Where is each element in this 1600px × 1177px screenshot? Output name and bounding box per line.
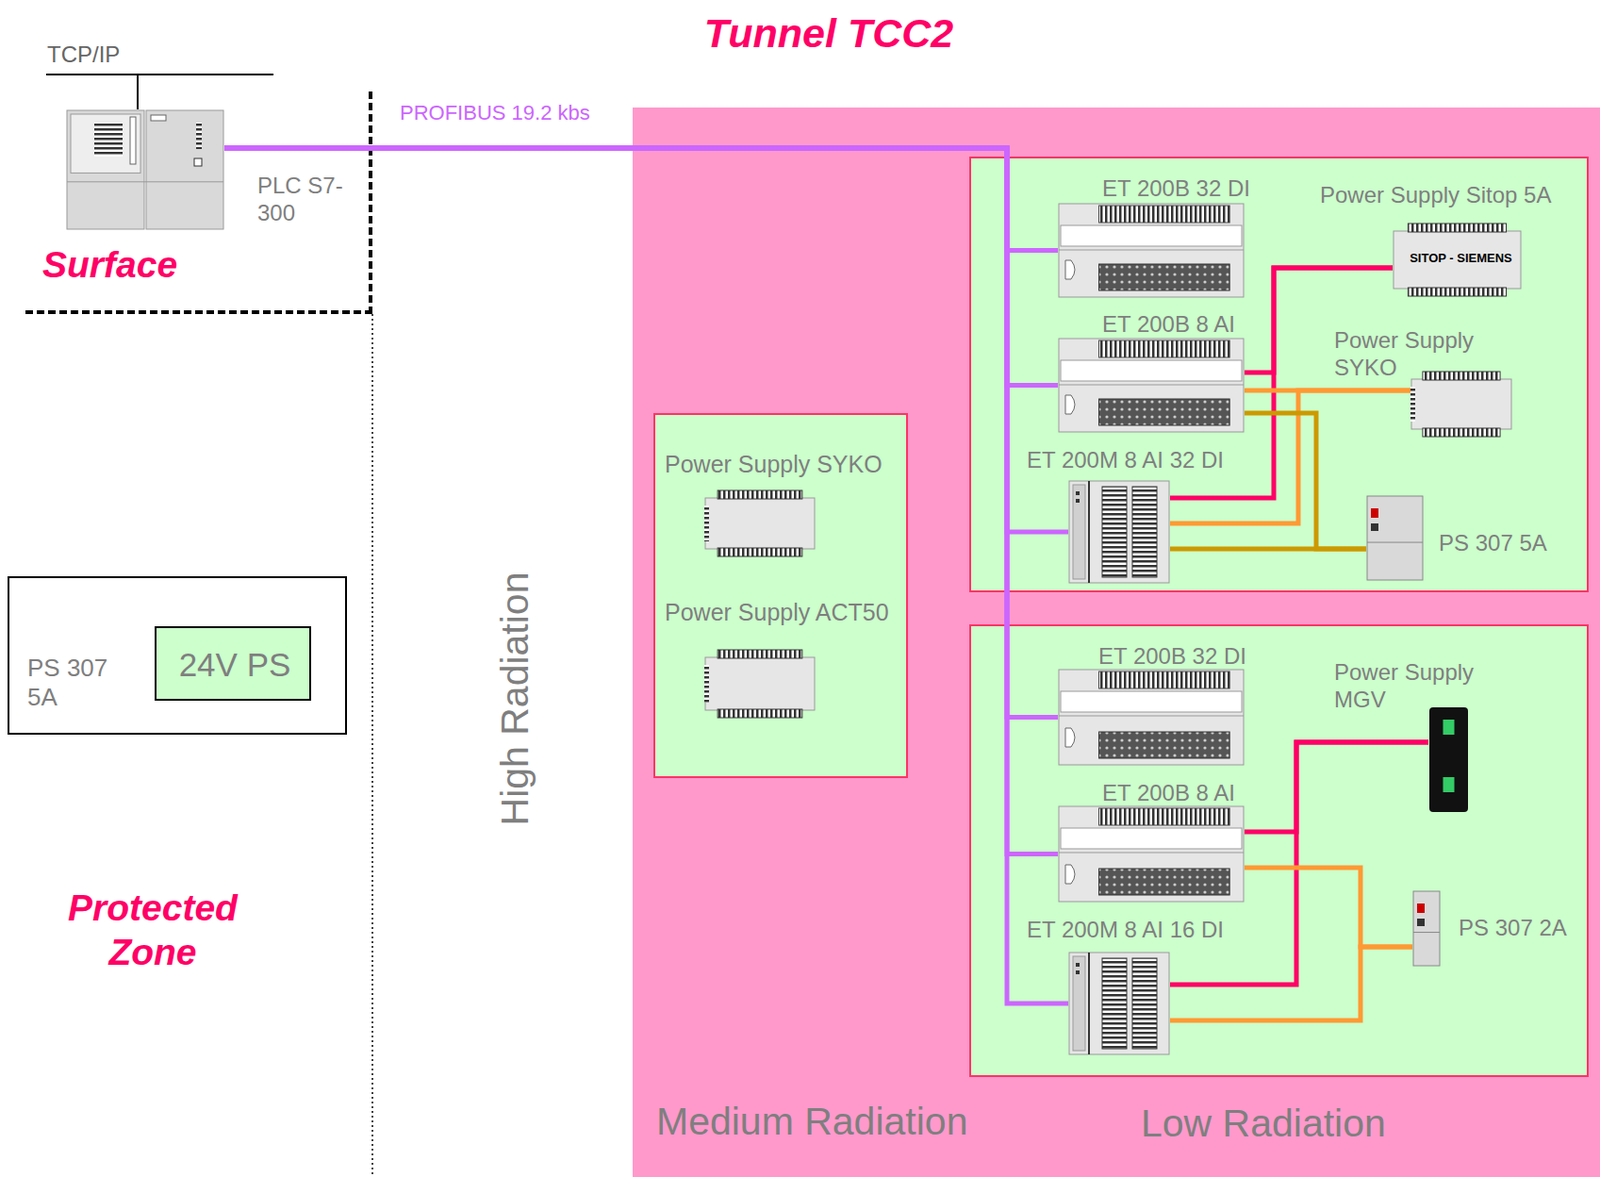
mgv-device: Power Supply MGV bbox=[1428, 706, 1469, 813]
zone-box: Surface PLC S7-300 bbox=[25, 91, 373, 314]
device-label: Power Supply ACT50 bbox=[664, 597, 890, 627]
tcpip-line bbox=[46, 73, 274, 76]
wire-path bbox=[224, 148, 1069, 1004]
syko-device: Power Supply SYKO bbox=[1410, 369, 1513, 439]
et200b-device: ET 200B 8 AI bbox=[1057, 337, 1245, 433]
free-label: PROFIBUS 19.2 kbs bbox=[399, 100, 591, 126]
wire-path bbox=[1244, 742, 1429, 832]
power-wire bbox=[1244, 267, 1393, 373]
profibus-line bbox=[224, 148, 1058, 855]
et200m-device: ET 200M 8 AI 32 DI bbox=[1068, 479, 1171, 584]
zone-box: PS 307 5A 24V PS bbox=[7, 576, 347, 735]
wire-path bbox=[224, 148, 1058, 251]
et200b-icon bbox=[1057, 337, 1245, 433]
wire-path bbox=[224, 148, 1058, 386]
free-label: Protected Zone bbox=[30, 886, 276, 975]
power-wire bbox=[1170, 390, 1411, 524]
power-wire bbox=[1170, 946, 1413, 1021]
wire-path bbox=[1244, 267, 1393, 373]
device-label: Power Supply MGV bbox=[1334, 659, 1495, 714]
device-label: PLC S7-300 bbox=[257, 172, 352, 228]
node-text: SITOP - SIEMENS bbox=[1392, 250, 1530, 266]
zone-box: ET 200B 32 DIPower Supply Sitop 5ASITOP … bbox=[969, 156, 1589, 593]
free-label: High Radiation bbox=[492, 572, 539, 826]
device-label: Power Supply Sitop 5A bbox=[1319, 181, 1551, 210]
node-text: 24V PS bbox=[156, 644, 314, 685]
plc-icon bbox=[65, 109, 225, 231]
wire-path bbox=[224, 148, 1069, 532]
wire-path bbox=[224, 148, 1058, 718]
et200m-device: ET 200M 8 AI 16 DI bbox=[1068, 951, 1171, 1056]
syko-icon bbox=[704, 647, 816, 720]
device-label: PS 307 5A bbox=[1438, 529, 1548, 558]
mgv-icon bbox=[1428, 706, 1469, 813]
device-label: Power Supply SYKO bbox=[1334, 327, 1495, 382]
profibus-line bbox=[224, 148, 1058, 251]
device-label: ET 200M 8 AI 32 DI bbox=[1026, 446, 1224, 475]
et200b-icon bbox=[1057, 668, 1245, 766]
ps307-icon bbox=[1366, 494, 1424, 581]
zone-boundary bbox=[371, 313, 374, 1177]
et200m-icon bbox=[1068, 479, 1171, 584]
diagram-title: Tunnel TCC2 bbox=[704, 9, 954, 59]
device-label: Surface bbox=[42, 243, 178, 288]
power-wire bbox=[1170, 548, 1367, 550]
et200b-icon bbox=[1057, 805, 1245, 903]
syko-device: Power Supply ACT50 bbox=[704, 647, 816, 720]
ps307-device: PS 307 5A bbox=[1366, 494, 1424, 581]
tcpip-stub bbox=[136, 74, 139, 110]
power-wire bbox=[1244, 412, 1367, 549]
power-wire bbox=[1244, 742, 1429, 832]
profibus-line bbox=[224, 148, 1058, 386]
wire-path bbox=[1170, 267, 1393, 498]
syko-icon bbox=[1410, 369, 1513, 439]
device-label: Low Radiation bbox=[1140, 1100, 1386, 1147]
et200m-icon bbox=[1068, 951, 1171, 1056]
device-label: ET 200M 8 AI 16 DI bbox=[1026, 916, 1224, 944]
profibus-line bbox=[224, 148, 1069, 532]
sitop-device: Power Supply Sitop 5ASITOP - SIEMENS bbox=[1392, 221, 1530, 298]
device-label: ET 200B 32 DI bbox=[1098, 643, 1247, 671]
et200b-device: ET 200B 8 AI bbox=[1057, 805, 1245, 903]
syko-icon bbox=[704, 488, 816, 559]
wire-path bbox=[1170, 390, 1411, 524]
power-wire bbox=[1244, 867, 1413, 947]
device-label: ET 200B 8 AI bbox=[1102, 311, 1236, 339]
free-label: TCP/IP bbox=[47, 41, 120, 69]
plc-device: PLC S7-300 bbox=[65, 109, 225, 231]
wire-path bbox=[1244, 867, 1413, 947]
et200b-device: ET 200B 32 DI bbox=[1057, 202, 1245, 298]
wire-path bbox=[1170, 946, 1413, 1021]
ps307-device: PS 307 2A bbox=[1412, 890, 1441, 967]
power-wire bbox=[1170, 267, 1393, 498]
et200b-device: ET 200B 32 DI bbox=[1057, 668, 1245, 766]
ps307-icon bbox=[1412, 890, 1441, 967]
syko-device: Power Supply SYKO bbox=[704, 488, 816, 559]
device-label: PS 307 2A bbox=[1458, 914, 1568, 942]
device-label: ET 200B 8 AI bbox=[1102, 779, 1236, 808]
device-label: Medium Radiation bbox=[656, 1098, 968, 1145]
device-label: PS 307 5A bbox=[27, 653, 132, 712]
wire-path bbox=[224, 148, 1058, 855]
profibus-line bbox=[224, 148, 1069, 1004]
zone-box: 24V PS bbox=[154, 626, 312, 701]
profibus-line bbox=[224, 148, 1058, 718]
device-label: Power Supply SYKO bbox=[664, 449, 883, 479]
zone-box: Medium Radiation Low Radiation Power Suppl… bbox=[632, 107, 1600, 1177]
device-label: ET 200B 32 DI bbox=[1102, 175, 1251, 203]
zone-box: Power Supply SYKO Power Supply ACT50 bbox=[653, 412, 908, 778]
et200b-icon bbox=[1057, 202, 1245, 298]
zone-box: ET 200B 32 DI Power Supply MGV ET 200B 8 A… bbox=[969, 624, 1589, 1077]
wire-path bbox=[1244, 412, 1367, 549]
wire-path bbox=[1170, 546, 1367, 552]
